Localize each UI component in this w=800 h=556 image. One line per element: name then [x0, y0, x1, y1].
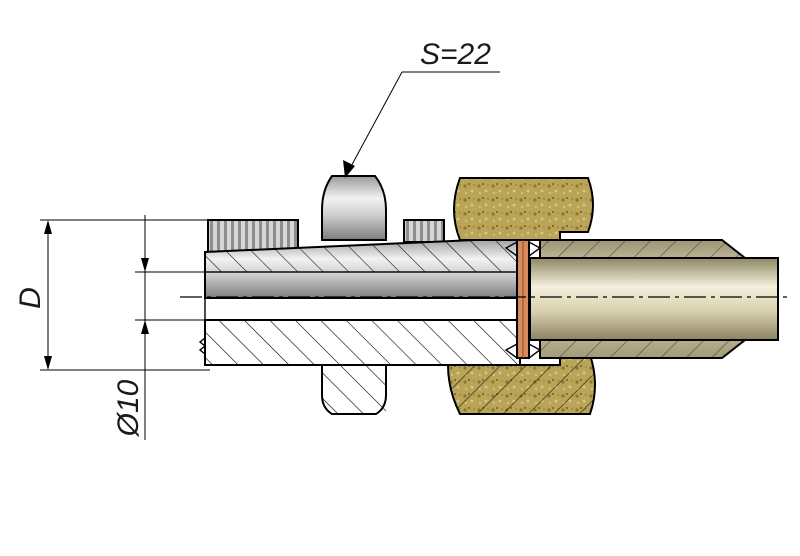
body-hex-bottom	[321, 364, 387, 415]
wrench-size-leader	[343, 71, 500, 178]
body-hex-top	[321, 175, 387, 241]
seal-wedges	[504, 240, 542, 360]
dimension-bore	[135, 215, 205, 440]
seal-ring	[516, 239, 530, 359]
male-thread-top	[207, 219, 299, 253]
dimension-d	[40, 219, 210, 371]
tube	[529, 257, 779, 341]
body-thread-small	[403, 219, 445, 243]
union-nut-bottom	[446, 354, 596, 415]
body-lower-section	[204, 319, 521, 366]
union-nut-top	[453, 177, 594, 241]
body-upper-hatch	[205, 238, 520, 272]
male-thread-bottom	[198, 337, 207, 355]
bore-label: Ø10	[112, 379, 145, 437]
sleeve-shading	[540, 240, 745, 358]
wrench-size-label: S=22	[420, 38, 491, 71]
diameter-label: D	[14, 287, 47, 309]
